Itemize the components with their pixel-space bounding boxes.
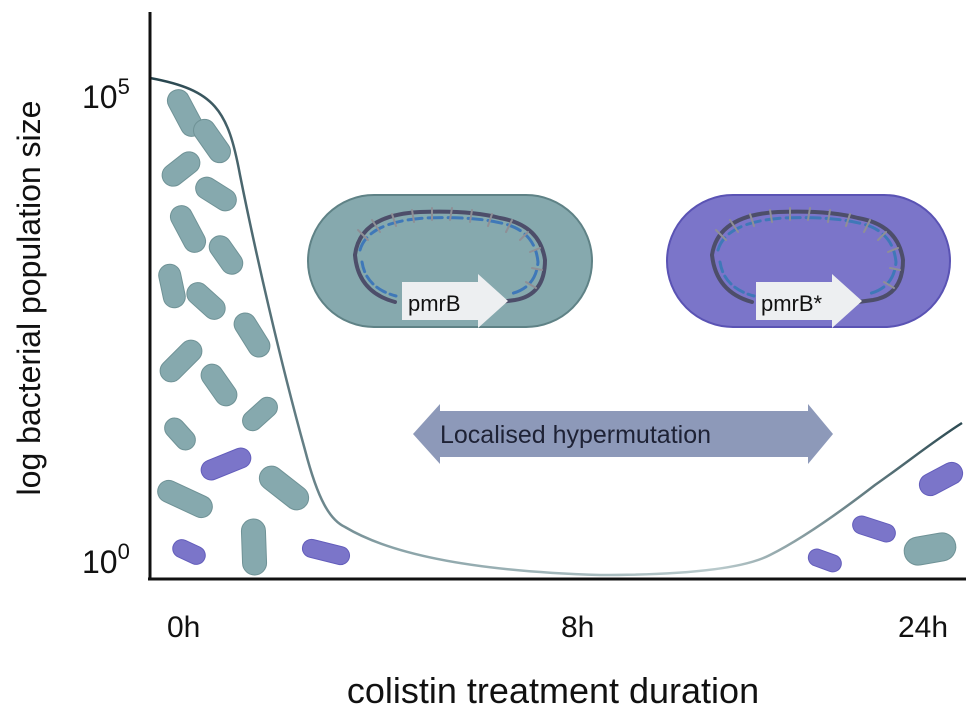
bacterium-wild-type <box>193 118 231 164</box>
axes <box>148 12 966 581</box>
bacterium-wild-type <box>159 339 203 383</box>
bacterium-mutant <box>807 548 842 573</box>
y-tick-label-top: 105 <box>82 74 130 115</box>
bacterium-mutant <box>301 538 351 566</box>
bacterium-wild-type <box>233 312 271 358</box>
bacterium-wild-type <box>208 235 244 275</box>
wild-type-cell: pmrB <box>307 194 593 328</box>
y-tick-exponent: 0 <box>118 539 130 564</box>
bacterium-mutant <box>172 539 206 565</box>
x-tick-label-24h: 24h <box>898 611 948 644</box>
bacterium-wild-type <box>200 363 238 407</box>
x-tick-label-0h: 0h <box>167 611 200 644</box>
x-axis-title: colistin treatment duration <box>347 670 759 711</box>
y-axis-title: log bacterial population size <box>11 101 47 496</box>
bacterium-wild-type <box>242 396 278 432</box>
y-tick-exponent: 5 <box>118 74 130 99</box>
bacterium-wild-type <box>186 282 226 320</box>
dna-plasmid-icon <box>353 207 548 304</box>
x-tick-label-8h: 8h <box>561 611 594 644</box>
bacterium-mutant <box>918 461 964 497</box>
bacterium-mutant <box>852 515 896 543</box>
bacterium-wild-type <box>164 417 196 451</box>
mutant-cell: pmrB* <box>666 194 951 328</box>
bacterium-wild-type <box>169 205 207 253</box>
bacterium-wild-type <box>903 532 957 566</box>
bacterium-wild-type <box>240 518 268 576</box>
y-tick-base: 10 <box>82 544 118 580</box>
hypermutation-banner: Localised hypermutation <box>413 404 833 464</box>
bacterium-wild-type <box>258 465 310 511</box>
bacterium-wild-type <box>195 176 237 212</box>
bacterium-mutant <box>200 447 252 481</box>
pmrb-mutant-gene-label: pmrB* <box>761 291 823 316</box>
y-tick-label-bottom: 100 <box>82 539 130 580</box>
bacterium-wild-type <box>157 479 213 519</box>
population-curve <box>149 76 963 577</box>
y-tick-base: 10 <box>82 79 118 115</box>
dna-plasmid-icon <box>710 207 906 304</box>
pmrb-gene-arrow <box>402 274 508 328</box>
double-arrow-shape <box>413 404 833 464</box>
bacterium-wild-type <box>161 151 201 187</box>
bacterium-wild-type <box>158 263 186 309</box>
pmrb-mutant-gene-arrow <box>756 274 862 328</box>
bacteria-cluster <box>157 89 964 576</box>
pmrb-gene-label: pmrB <box>408 291 461 316</box>
hypermutation-label: Localised hypermutation <box>440 421 711 449</box>
